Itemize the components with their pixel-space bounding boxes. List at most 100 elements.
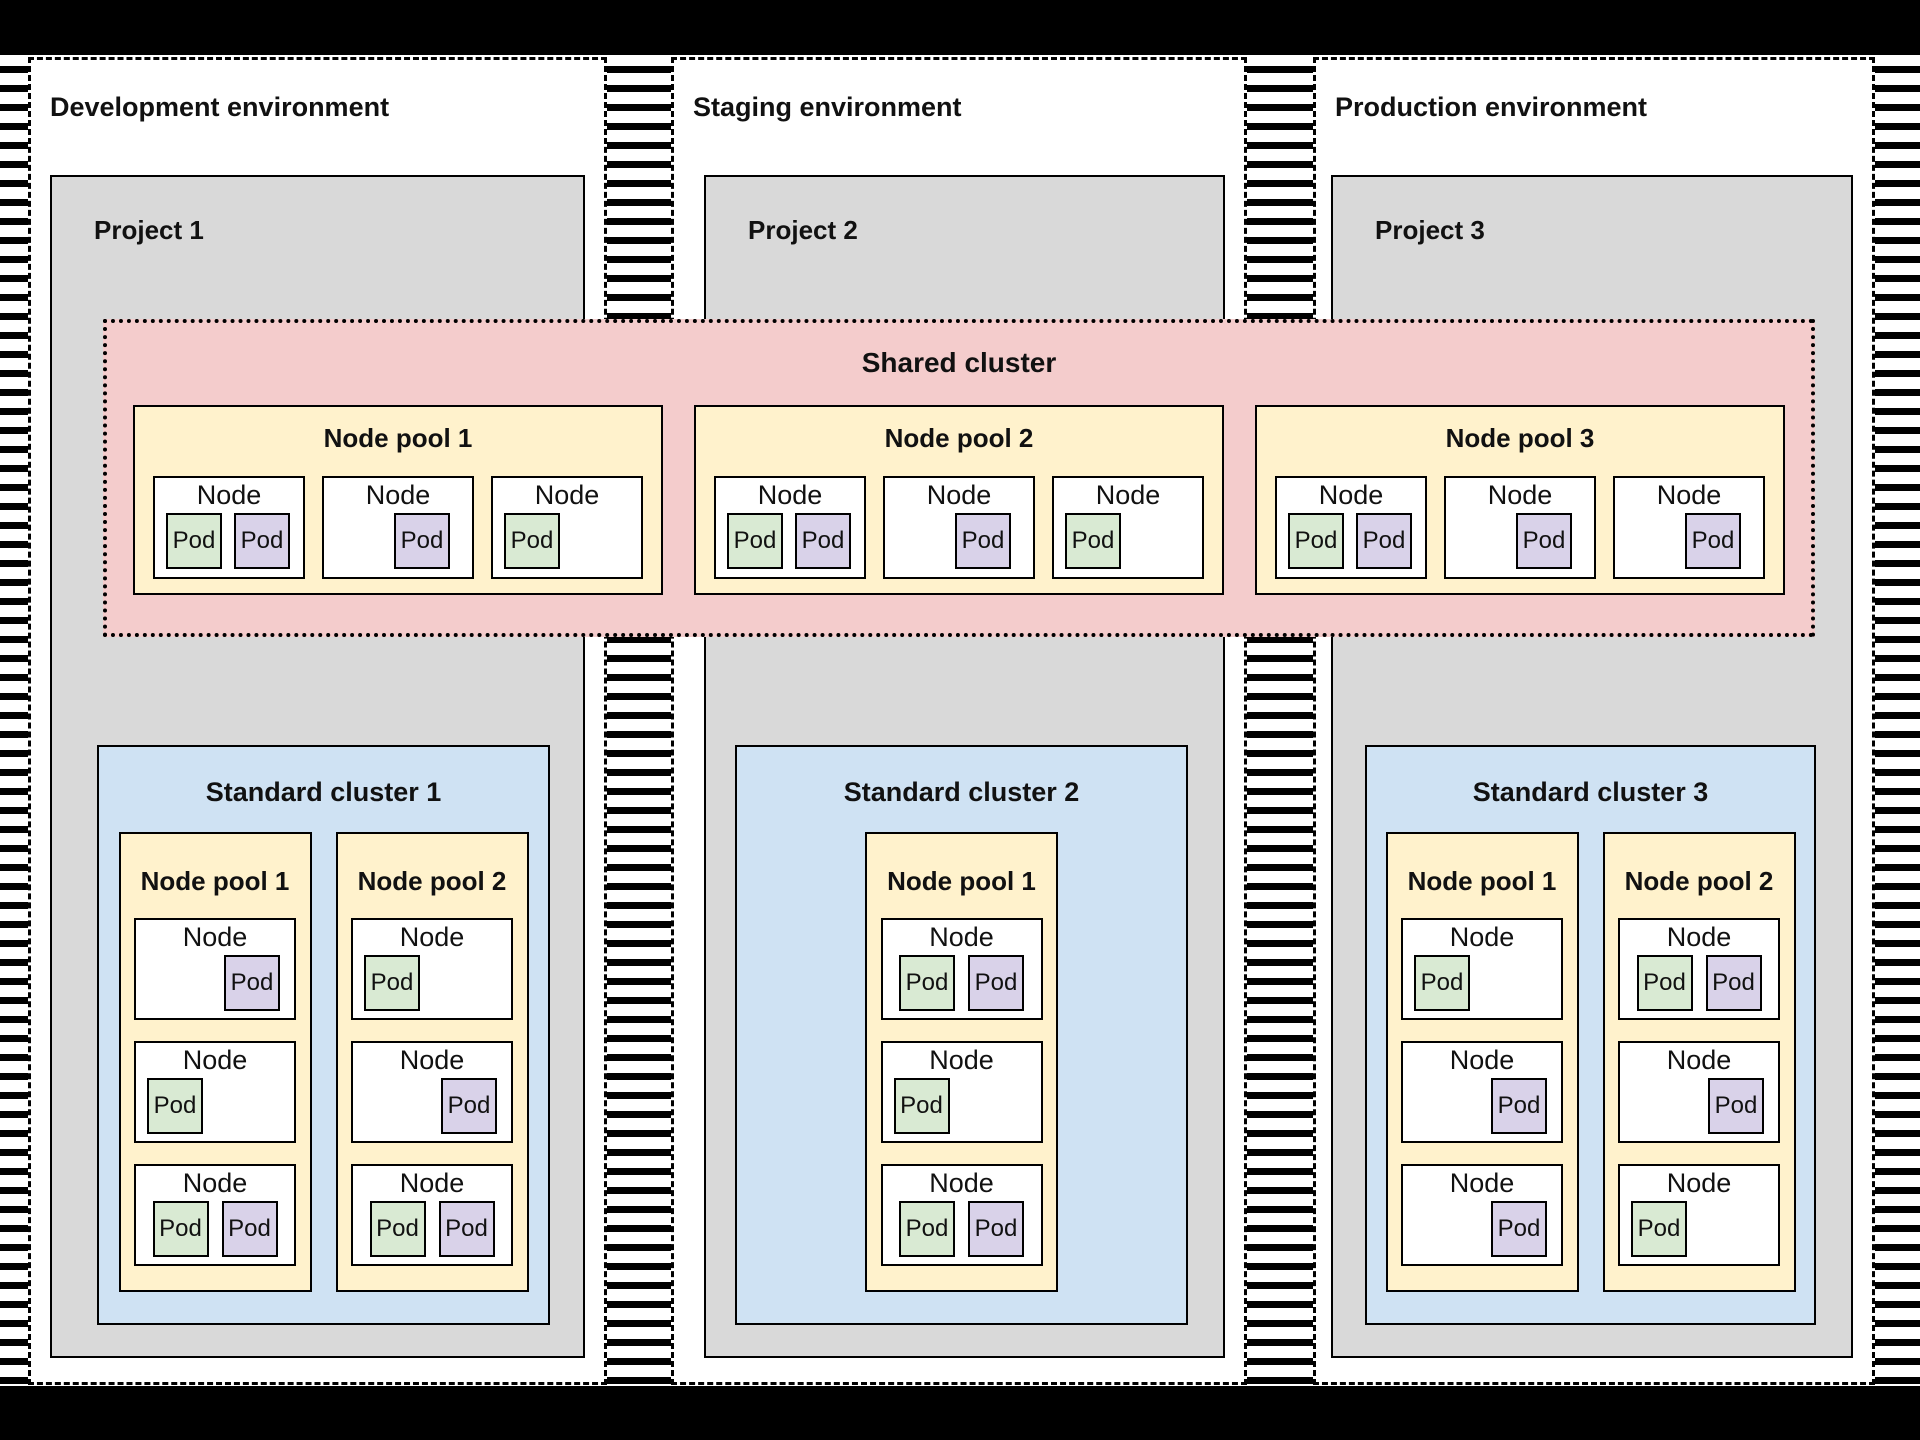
pods-row: Pod [493, 513, 641, 569]
node-label: Node [1656, 480, 1722, 510]
pods-row: Pod [1403, 955, 1561, 1011]
node-pool-title: Node pool 2 [1624, 866, 1774, 896]
pod-purple: Pod [1708, 1078, 1764, 1134]
pod-purple: Pod [394, 513, 450, 569]
node-label: Node [926, 480, 992, 510]
pod-green: Pod [364, 955, 420, 1011]
pods-row: Pod [1446, 513, 1594, 569]
pods-row: Pod [353, 1078, 511, 1134]
pods-row: Pod [883, 1078, 1041, 1134]
pods-row: Pod [1620, 1078, 1778, 1134]
node-label: Node [1449, 922, 1515, 952]
pod-purple: Pod [1491, 1201, 1547, 1257]
node-pool-title: Node pool 1 [323, 423, 473, 453]
pod-green: Pod [152, 1201, 209, 1257]
pod-green: Pod [369, 1201, 426, 1257]
pods-row: Pod [1403, 1201, 1561, 1257]
pod-green: Pod [504, 513, 560, 569]
pod-purple: Pod [1705, 955, 1762, 1011]
pod-green: Pod [166, 513, 222, 569]
node-label: Node [534, 480, 600, 510]
node-pool-title: Node pool 2 [884, 423, 1034, 453]
pods-row: Pod [1054, 513, 1202, 569]
standard-cluster-title: Standard cluster 2 [843, 777, 1080, 807]
hatch-barrier-right [1875, 66, 1920, 1384]
pod-purple: Pod [438, 1201, 495, 1257]
pod-purple: Pod [955, 513, 1011, 569]
node-label: Node [399, 1045, 465, 1075]
environment-title: Production environment [1335, 92, 1648, 122]
node-label: Node [929, 1168, 994, 1198]
pod-purple: Pod [968, 1201, 1024, 1257]
pod-purple: Pod [441, 1078, 497, 1134]
node-label: Node [399, 1168, 465, 1198]
node-label: Node [399, 922, 465, 952]
node-pool-title: Node pool 3 [1445, 423, 1595, 453]
environment-title: Staging environment [693, 92, 962, 122]
node-label: Node [196, 480, 262, 510]
node-label: Node [1449, 1168, 1515, 1198]
project-title: Project 2 [748, 215, 858, 245]
hatch-barrier-staging-production [1247, 66, 1313, 1384]
environment-title: Development environment [50, 92, 390, 122]
standard-cluster-title: Standard cluster 1 [205, 777, 442, 807]
shared-cluster-title: Shared cluster [861, 347, 1057, 378]
node-pool-title: Node pool 2 [357, 866, 507, 896]
pods-row: Pod [353, 955, 511, 1011]
pods-row: Pod [136, 955, 294, 1011]
node-label: Node [1666, 1045, 1732, 1075]
hatch-barrier-left [0, 66, 30, 1384]
node-pool-title: Node pool 1 [1407, 866, 1557, 896]
pod-green: Pod [899, 1201, 955, 1257]
pod-green: Pod [1288, 513, 1344, 569]
pod-purple: Pod [795, 513, 851, 569]
node-label: Node [929, 1045, 994, 1075]
standard-cluster-title: Standard cluster 3 [1472, 777, 1709, 807]
environment-production: Production environment Project 3 Standar… [1313, 57, 1875, 1385]
node-pool-title: Node pool 1 [887, 866, 1036, 896]
node-label: Node [1318, 480, 1384, 510]
pods-row: Pod [324, 513, 472, 569]
pod-purple: Pod [1516, 513, 1572, 569]
